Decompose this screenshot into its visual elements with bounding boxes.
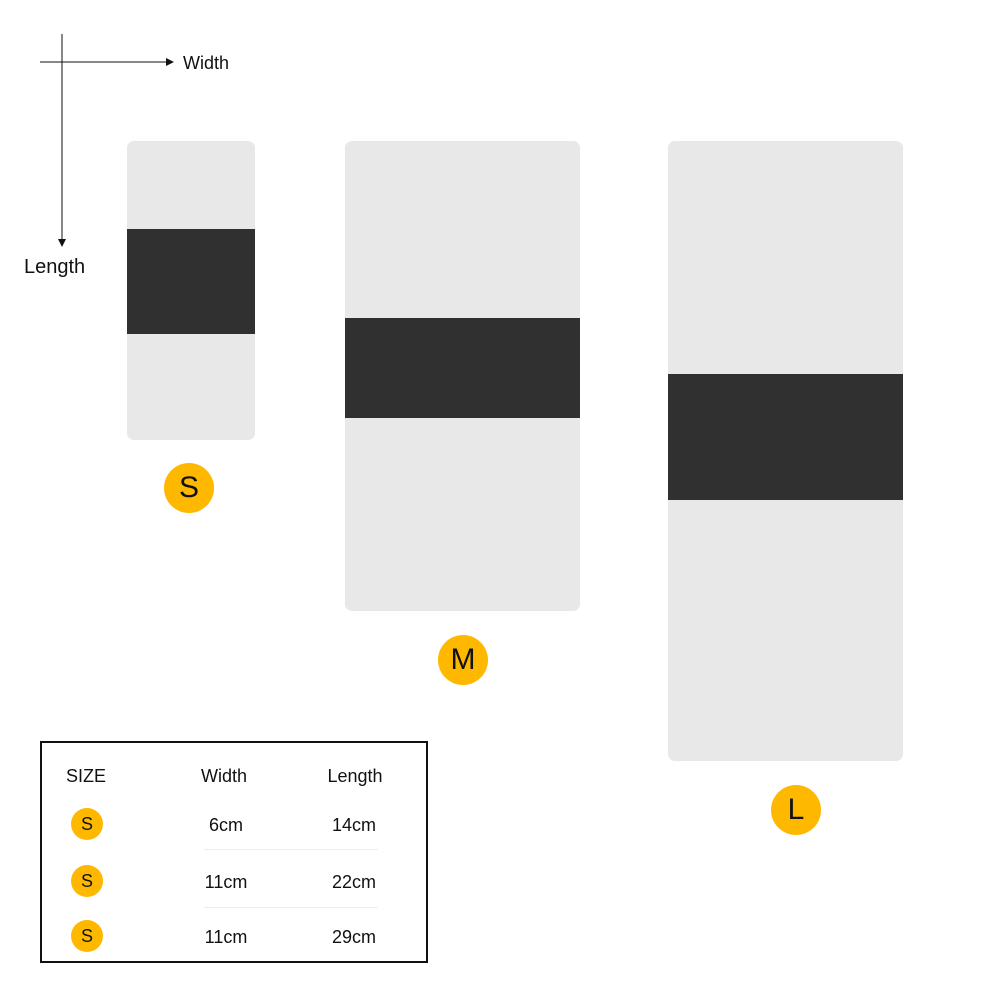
table-header-width: Width	[200, 766, 248, 786]
arrow-down-icon	[58, 239, 66, 247]
width-axis-label: Width	[183, 53, 230, 73]
table-row-2-length: 22cm	[331, 872, 377, 892]
table-divider-1	[204, 849, 378, 850]
table-row-3-size-badge: S	[71, 920, 103, 952]
size-l-band	[668, 374, 903, 500]
size-table: SIZE Width Length S 6cm 14cm S 11cm 22cm…	[40, 741, 428, 963]
size-l-strap	[668, 141, 903, 761]
size-m-strap	[345, 141, 580, 611]
table-row-2-size-badge: S	[71, 865, 103, 897]
size-m-band	[345, 318, 580, 418]
table-row-2-width: 11cm	[204, 872, 248, 892]
table-row-1-width: 6cm	[208, 815, 244, 835]
size-s-band	[127, 229, 255, 334]
table-row-1-size-badge: S	[71, 808, 103, 840]
size-s-strap	[127, 141, 255, 440]
table-header-length: Length	[327, 766, 383, 786]
table-header-size: SIZE	[65, 766, 107, 786]
size-s-badge: S	[164, 463, 214, 513]
size-m-badge: M	[438, 635, 488, 685]
table-row-3-length: 29cm	[331, 927, 377, 947]
table-row-3-width: 11cm	[204, 927, 248, 947]
size-l-badge: L	[771, 785, 821, 835]
arrow-right-icon	[166, 58, 174, 66]
table-divider-2	[204, 907, 378, 908]
table-row-1-length: 14cm	[331, 815, 377, 835]
length-axis-label: Length	[24, 256, 86, 278]
